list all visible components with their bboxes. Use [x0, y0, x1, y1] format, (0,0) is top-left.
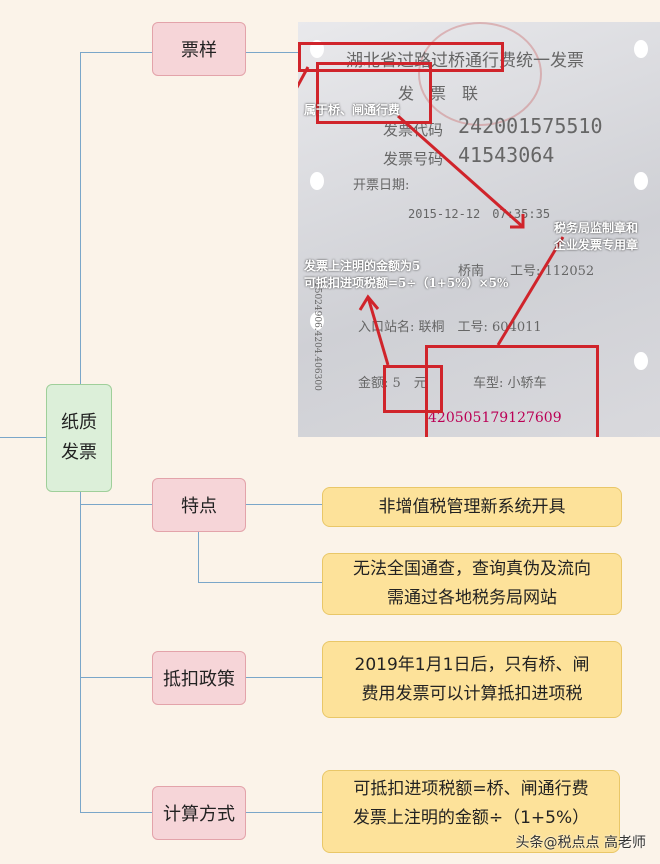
connector: [198, 582, 322, 583]
invoice-side-text: 15024906.4204.406300: [312, 282, 322, 391]
watermark: 头条@税点点 高老师: [515, 835, 646, 851]
connector: [244, 504, 322, 505]
connector: [80, 490, 81, 812]
connector: [80, 812, 152, 813]
invoice-entry: 入口站名: 联桐 工号: 604011: [358, 320, 542, 335]
invoice-exit: 桥南 工号: 112052: [458, 264, 595, 279]
connector: [244, 812, 322, 813]
invoice-serial: 420505179127609: [428, 410, 562, 426]
branch-sample: 票样: [152, 22, 246, 76]
annotation-line: 可抵扣进项税额=5÷（1+5%）×5%: [304, 276, 509, 290]
highlight-box: [298, 42, 504, 72]
annotation-calc: 发票上注明的金额为5 可抵扣进项税额=5÷（1+5%）×5%: [304, 258, 508, 292]
connector: [198, 530, 199, 582]
leaf-feature-1: 非增值税管理新系统开具: [322, 487, 622, 527]
invoice-number: 41543064: [458, 143, 555, 167]
invoice-code: 242001575510: [458, 114, 603, 138]
annotation-arrows: [298, 66, 565, 366]
leaf-text: 发票上注明的金额÷（1+5%）: [352, 808, 590, 828]
invoice-copy: 发 票 联: [398, 84, 479, 103]
annotation-line: 税务局监制章和: [554, 221, 639, 235]
invoice-title: 湖北省过路过桥通行费统一发票: [346, 51, 584, 71]
branch-features: 特点: [152, 478, 246, 532]
connector: [80, 52, 152, 53]
invoice-photo: 湖北省过路过桥通行费统一发票 发 票 联 发票代码 242001575510 发…: [298, 22, 660, 437]
leaf-calculation: 可抵扣进项税额=桥、闸通行费发票上注明的金额÷（1+5%）: [322, 770, 620, 853]
connector: [244, 677, 322, 678]
leaf-text: 无法全国通查，查询真伪及流向: [353, 559, 591, 579]
root-label-line: 发票: [61, 442, 97, 463]
root-label-line: 纸质: [61, 412, 97, 433]
annotation-type: 属于桥、闸通行费: [304, 103, 401, 117]
highlight-box: [383, 365, 443, 413]
leaf-text: 非增值税管理新系统开具: [378, 496, 566, 517]
leaf-text: 可抵扣进项税额=桥、闸通行费: [353, 779, 589, 799]
connector: [80, 677, 152, 678]
leaf-feature-2: 无法全国通查，查询真伪及流向需通过各地税务局网站: [322, 553, 622, 615]
leaf-text: 需通过各地税务局网站: [387, 588, 557, 608]
leaf-text: 费用发票可以计算抵扣进项税: [361, 683, 583, 704]
invoice-vehicle: 车型: 小轿车: [473, 376, 547, 391]
leaf-policy: 2019年1月1日后，只有桥、闸费用发票可以计算抵扣进项税: [322, 641, 622, 718]
root-node: 纸质发票: [46, 384, 112, 492]
annotation-seal: 税务局监制章和企业发票专用章: [554, 220, 638, 254]
connector: [80, 52, 81, 384]
connector: [80, 504, 152, 505]
invoice-number-label: 发票号码: [383, 150, 444, 168]
connector: [244, 52, 298, 53]
annotation-line: 发票上注明的金额为5: [304, 259, 421, 273]
annotation-line: 企业发票专用章: [554, 238, 639, 252]
leaf-text: 2019年1月1日后，只有桥、闸: [354, 654, 590, 675]
branch-calculation: 计算方式: [152, 786, 246, 840]
invoice-date-label: 开票日期:: [353, 178, 410, 193]
highlight-box: [425, 345, 599, 437]
branch-deduction-policy: 抵扣政策: [152, 651, 246, 705]
connector: [0, 437, 46, 438]
invoice-amount: 金额: 5 元: [358, 376, 427, 391]
highlight-box: [316, 62, 432, 124]
